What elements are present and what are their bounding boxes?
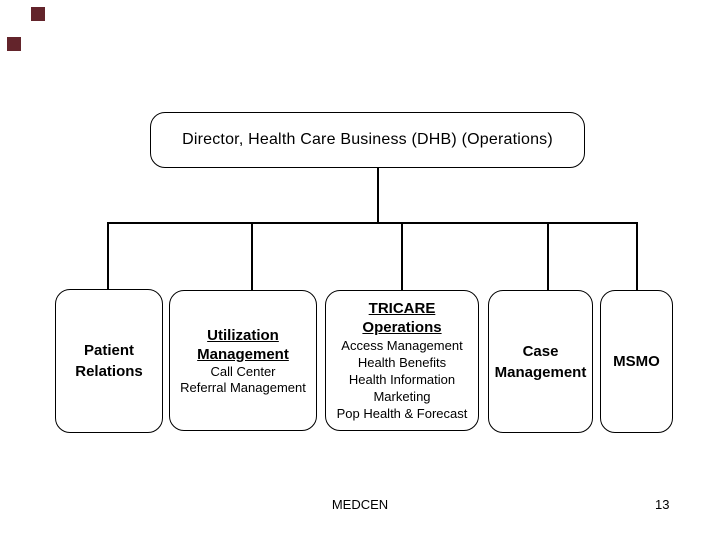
org-box-utilization-management: Utilization Management Call Center Refer… [169,290,317,431]
org-box-title-line: Case [522,342,559,360]
connector-root-vertical [377,168,379,222]
org-box-title-line: Management [197,345,289,363]
org-box-sub-line: Health Information [348,372,456,387]
footer-text: MEDCEN [331,497,389,512]
connector-drop-msmo [636,222,638,290]
org-box-title-line: Operations [362,319,442,336]
org-box-title-line: MSMO [613,353,660,370]
connector-drop-tricare-operations [401,222,403,290]
accent-square-left-icon [7,37,21,51]
org-box-sub-line: Marketing [373,389,431,404]
org-box-msmo: MSMO [600,290,673,433]
org-box-title-line: Management [494,363,587,381]
org-box-sub-line: Health Benefits [357,355,447,370]
org-box-sub-line: Referral Management [180,379,306,395]
org-box-director: Director, Health Care Business (DHB) (Op… [150,112,585,168]
org-box-title-line: Relations [75,363,143,380]
org-box-title-line: TRICARE [368,300,436,317]
connector-drop-utilization-management [251,222,253,290]
connector-drop-patient-relations [107,222,109,290]
org-box-title-line: Utilization [207,326,279,344]
org-box-director-label: Director, Health Care Business (DHB) (Op… [182,131,553,148]
org-box-patient-relations: Patient Relations [55,289,163,433]
org-box-case-management: Case Management [488,290,593,433]
org-box-sub-line: Call Center [210,363,276,379]
org-box-tricare-operations: TRICARE Operations Access Management Hea… [325,290,479,431]
accent-square-top-icon [31,7,45,21]
connector-drop-case-management [547,222,549,290]
org-box-sub-line: Access Management [341,338,463,353]
org-box-title-line: Patient [83,342,134,359]
page-number: 13 [655,497,670,512]
org-box-sub-line: Pop Health & Forecast [336,406,468,421]
connector-horizontal [107,222,638,224]
